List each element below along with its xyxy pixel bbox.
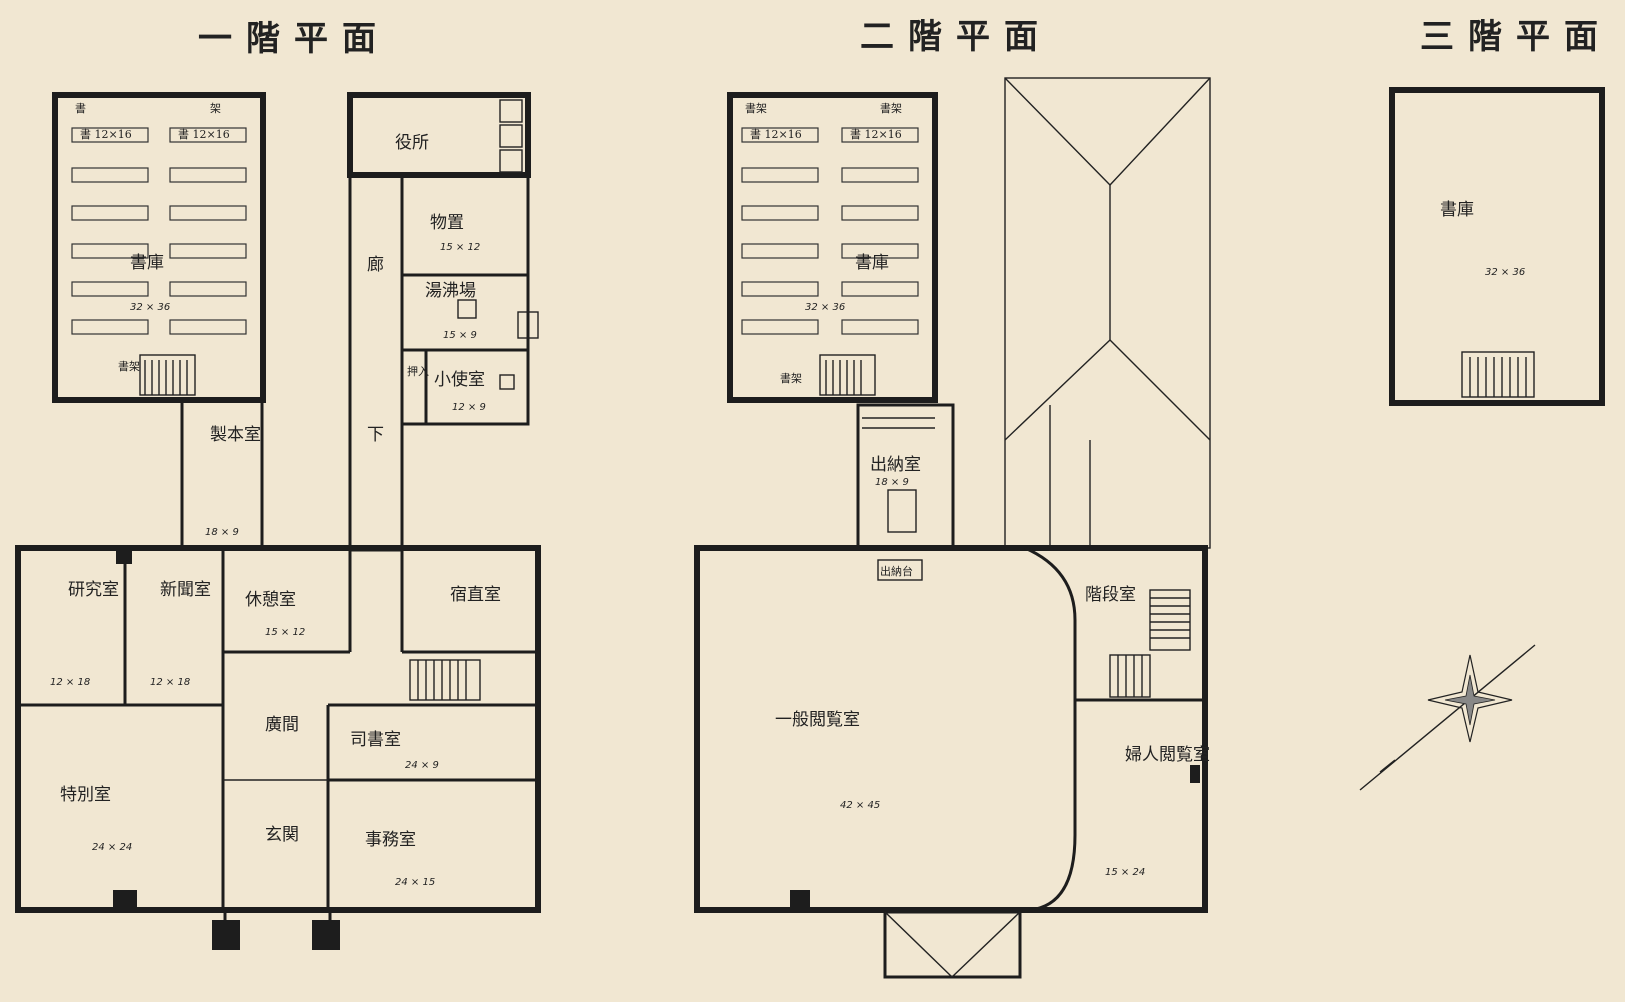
f1-newspaper-dim: 12 × 18 <box>150 677 190 688</box>
f1-stack-name: 書庫 <box>130 253 164 273</box>
f1-office-name: 事務室 <box>365 830 416 850</box>
f2-delivery-wall <box>856 403 955 549</box>
f1-corridor-bottom: 下 <box>367 425 384 445</box>
f1-librarian-dim: 24 × 9 <box>405 760 439 771</box>
f1-storage-dim: 15 × 12 <box>440 242 480 253</box>
f1-closet-wall <box>400 348 428 426</box>
f2-delivery-dim: 18 × 9 <box>875 477 909 488</box>
f1-librarian-name: 司書室 <box>350 730 401 750</box>
f1-shelf-label-right: 書 12×16 <box>178 127 230 141</box>
floor3-plan: 書庫 32 × 36 <box>1389 87 1605 406</box>
f1-stair-label: 書架 <box>118 359 140 373</box>
f3-stack-wall <box>1389 87 1605 406</box>
f1-bath-name: 湯沸場 <box>425 281 476 301</box>
f2-roof-outline <box>1004 77 1211 549</box>
f1-office-top-wall <box>347 92 531 178</box>
f1-storage-name: 物置 <box>430 213 464 233</box>
f2-women-dim: 15 × 24 <box>1105 867 1145 878</box>
f2-stack-dim: 32 × 36 <box>805 302 845 313</box>
f1-research-name: 研究室 <box>68 580 119 600</box>
f2-women-name: 婦人閲覧室 <box>1125 745 1210 765</box>
f1-entrance-pillar-right <box>312 920 340 950</box>
f2-reading-dim: 42 × 45 <box>840 800 880 811</box>
title-floor3: 三階平面 <box>1420 17 1612 57</box>
floor1-plan: 書 12×16 書 12×16 書 架 書架 書庫 32 × 36 製本室 18… <box>15 92 541 950</box>
f2-bottom-left-label: 書架 <box>780 371 802 385</box>
f2-reading-block-wall <box>694 545 1208 913</box>
f2-porch <box>883 910 1022 979</box>
f1-corridor-wall <box>348 173 404 552</box>
f1-office-top-name: 役所 <box>395 133 429 153</box>
f2-stair <box>1109 589 1191 698</box>
f3-stack-name: 書庫 <box>1440 200 1474 220</box>
f1-corridor-top: 廊 <box>367 255 384 275</box>
f2-reading-curve-wall <box>1024 546 1077 912</box>
f1-closet-name: 押入 <box>407 364 429 378</box>
f1-special-dim: 24 × 24 <box>92 842 132 853</box>
f3-stack-dim: 32 × 36 <box>1485 267 1525 278</box>
f1-research-dim: 12 × 18 <box>50 677 90 688</box>
f1-stack-wall <box>52 92 266 403</box>
f2-reading-name: 一般閲覧室 <box>775 710 860 730</box>
f1-hall-name: 廣間 <box>265 715 299 735</box>
f2-stack-name: 書庫 <box>855 253 889 273</box>
f2-delivery-name: 出納室 <box>870 455 921 475</box>
f2-stack-shelves <box>741 127 919 396</box>
f1-lounge-dim: 15 × 12 <box>265 627 305 638</box>
f3-stair <box>1461 351 1535 398</box>
f1-top-right-label: 架 <box>210 102 221 115</box>
f2-shelf-label-left: 書 12×16 <box>750 127 802 141</box>
title-floor1: 一階平面 <box>198 19 390 59</box>
f1-shelf-label-left: 書 12×16 <box>80 127 132 141</box>
f1-night-name: 宿直室 <box>450 585 501 605</box>
f1-main-block-wall <box>15 545 541 913</box>
floor2-plan: 書 12×16 書 12×16 書架 書架 書架 書庫 32 × 36 出納室 … <box>694 77 1211 979</box>
f1-janitor-wall <box>424 348 530 426</box>
title-floor2: 二階平面 <box>860 17 1052 57</box>
f1-top-left-label: 書 <box>75 101 86 115</box>
f2-stack-wall <box>727 92 938 403</box>
f1-stack-shelves <box>71 127 247 396</box>
f2-stair-name: 階段室 <box>1085 585 1136 605</box>
f1-janitor-name: 小使室 <box>434 369 485 390</box>
f2-top-right-label: 書架 <box>880 101 902 115</box>
f1-stack-dim: 32 × 36 <box>130 302 170 313</box>
f1-binding-wall <box>180 398 264 550</box>
f1-bath-dim: 15 × 9 <box>443 330 477 341</box>
compass-rose-icon <box>1359 644 1536 791</box>
f1-entrance-name: 玄関 <box>265 825 299 845</box>
f1-newspaper-name: 新聞室 <box>160 580 211 600</box>
f1-binding-dim: 18 × 9 <box>205 527 239 538</box>
f2-top-left-label: 書架 <box>745 101 767 115</box>
f1-special-name: 特別室 <box>60 785 111 805</box>
f1-binding-name: 製本室 <box>210 425 261 445</box>
f1-janitor-dim: 12 × 9 <box>452 402 486 413</box>
f2-counter-label: 出納台 <box>880 564 913 578</box>
f2-shelf-label-right: 書 12×16 <box>850 127 902 141</box>
f1-storage-wall <box>400 173 530 277</box>
f1-lounge-name: 休憩室 <box>245 590 296 610</box>
f1-office-dim: 24 × 15 <box>395 877 435 888</box>
f1-hall-stair <box>409 659 481 701</box>
